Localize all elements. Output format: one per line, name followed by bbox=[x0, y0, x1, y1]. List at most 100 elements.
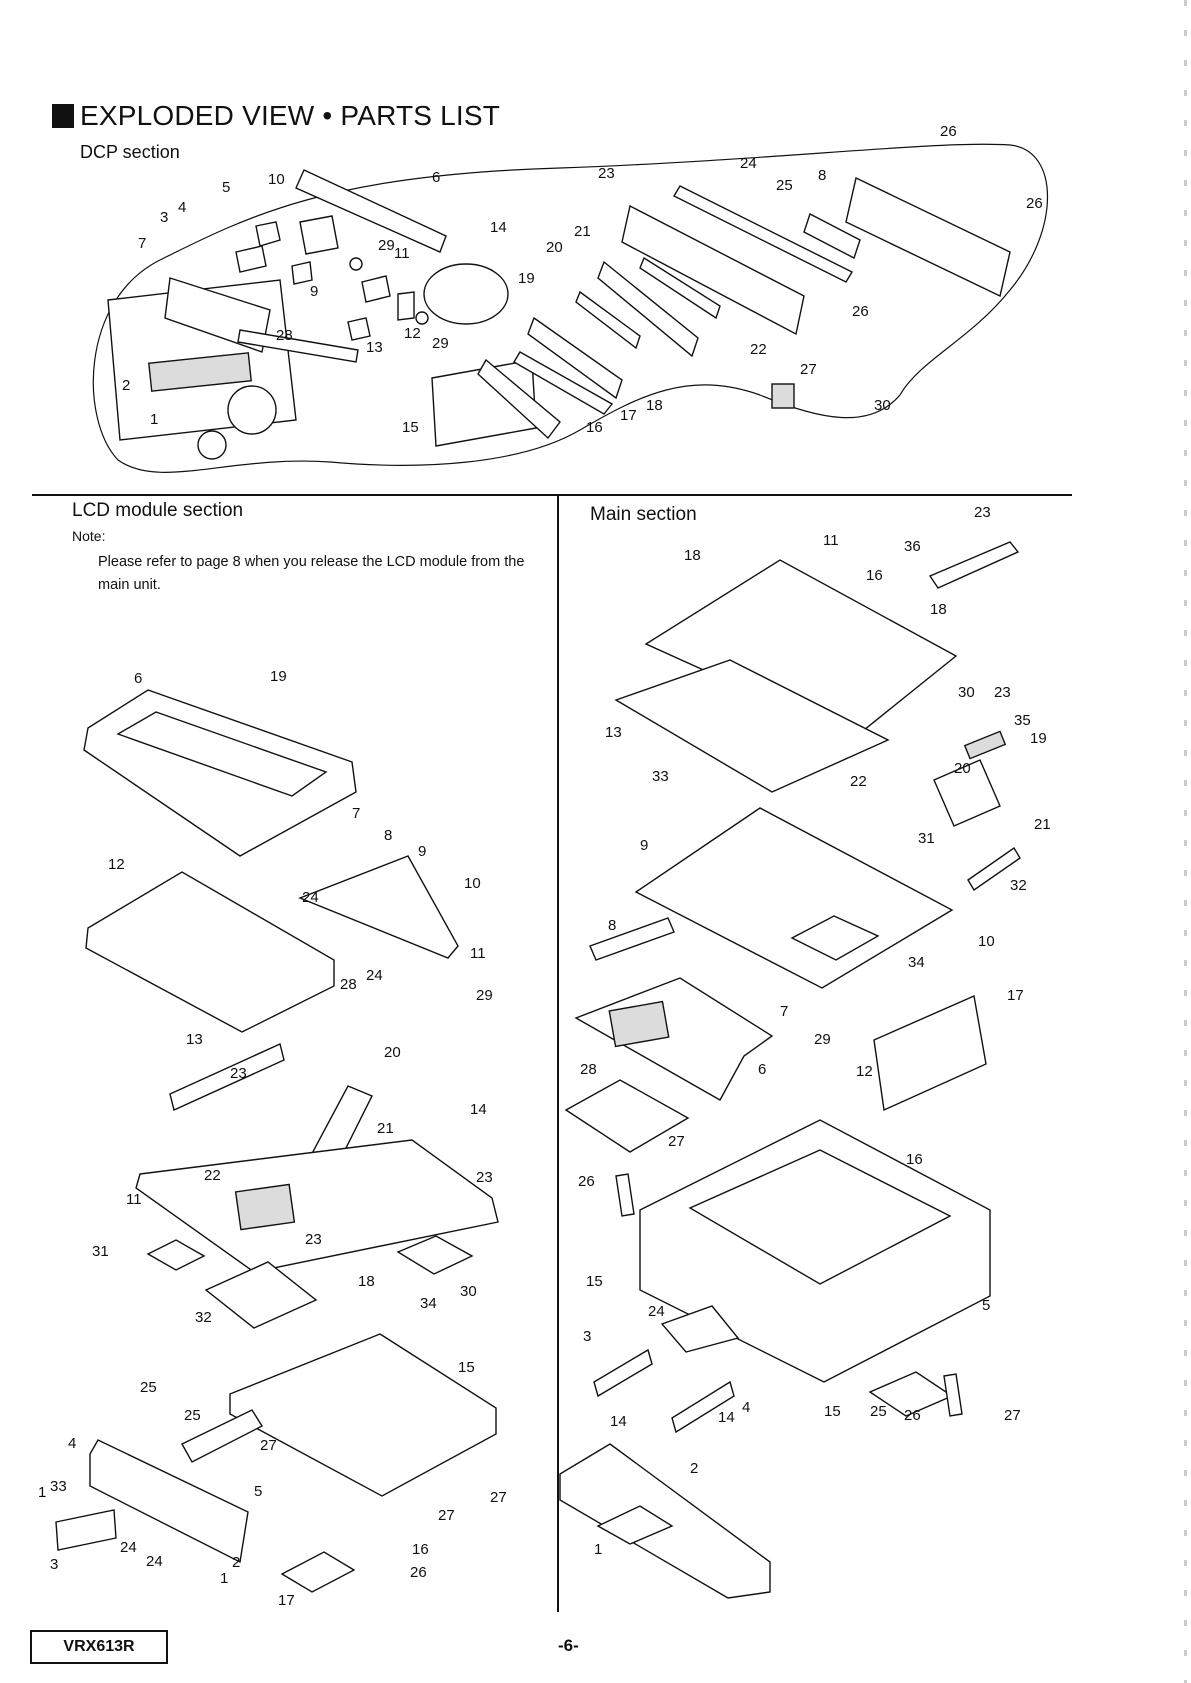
dcp-strip-24 bbox=[673, 185, 853, 283]
dcp-label-25 bbox=[803, 213, 861, 259]
lcd-callout-18: 18 bbox=[358, 1273, 375, 1290]
dcp-callout-19: 19 bbox=[518, 270, 535, 287]
dcp-callout-18: 18 bbox=[646, 397, 663, 414]
dcp-callout-9: 9 bbox=[310, 283, 318, 300]
dcp-holder-20 bbox=[597, 260, 699, 358]
main-callout-21: 21 bbox=[1034, 816, 1051, 833]
main-label-36 bbox=[963, 730, 1007, 760]
main-callout-3: 3 bbox=[583, 1328, 591, 1345]
main-sheet-28 bbox=[564, 1079, 690, 1153]
dcp-panel-buttons bbox=[148, 352, 252, 392]
main-callout-30: 30 bbox=[958, 684, 975, 701]
drawing-shapes bbox=[55, 143, 1048, 1599]
lcd-callout-21: 21 bbox=[377, 1120, 394, 1137]
main-callout-27: 27 bbox=[1004, 1407, 1021, 1424]
main-bracket-4 bbox=[671, 1380, 735, 1434]
dcp-ring-part bbox=[197, 430, 227, 460]
main-bracket-26b bbox=[943, 1373, 963, 1417]
lcd-sheet-3 bbox=[55, 1509, 117, 1551]
main-callout-18: 18 bbox=[684, 547, 701, 564]
note-label: Note: bbox=[72, 528, 106, 544]
lcd-callout-24: 24 bbox=[146, 1553, 163, 1570]
lcd-callout-10: 10 bbox=[464, 875, 481, 892]
main-callout-1: 1 bbox=[594, 1541, 602, 1558]
main-callout-12: 12 bbox=[856, 1063, 873, 1080]
lcd-callout-12: 12 bbox=[108, 856, 125, 873]
main-callout-28: 28 bbox=[580, 1061, 597, 1078]
dcp-callout-15: 15 bbox=[402, 419, 419, 436]
dcp-callout-29: 29 bbox=[378, 237, 395, 254]
main-callout-29: 29 bbox=[814, 1031, 831, 1048]
dcp-switch-10 bbox=[299, 215, 339, 255]
lcd-callout-14: 14 bbox=[470, 1101, 487, 1118]
dcp-callout-30: 30 bbox=[874, 397, 891, 414]
main-callout-27: 27 bbox=[668, 1133, 685, 1150]
dcp-cap-29b bbox=[415, 311, 429, 325]
dcp-callout-28: 28 bbox=[276, 327, 293, 344]
section-divider-vertical bbox=[557, 494, 559, 1612]
main-callout-35: 35 bbox=[1014, 712, 1031, 729]
dcp-callout-26: 26 bbox=[940, 123, 957, 140]
dcp-callout-27: 27 bbox=[800, 361, 817, 378]
lcd-callout-27: 27 bbox=[490, 1489, 507, 1506]
main-callout-7: 7 bbox=[780, 1003, 788, 1020]
main-callout-18: 18 bbox=[930, 601, 947, 618]
lcd-callout-27: 27 bbox=[260, 1437, 277, 1454]
dcp-callout-23: 23 bbox=[598, 165, 615, 182]
main-callout-25: 25 bbox=[870, 1403, 887, 1420]
dcp-callout-6: 6 bbox=[432, 169, 440, 186]
scan-edge bbox=[1184, 0, 1187, 1683]
lcd-callout-17: 17 bbox=[278, 1592, 295, 1609]
lcd-sheet-31 bbox=[146, 1239, 206, 1271]
lcd-callout-25: 25 bbox=[184, 1407, 201, 1424]
lcd-callout-22: 22 bbox=[204, 1167, 221, 1184]
main-board-9 bbox=[634, 807, 954, 989]
main-callout-13: 13 bbox=[605, 724, 622, 741]
dcp-callout-2: 2 bbox=[122, 377, 130, 394]
lcd-callout-19: 19 bbox=[270, 668, 287, 685]
lcd-callout-2: 2 bbox=[232, 1554, 240, 1571]
main-callout-16: 16 bbox=[906, 1151, 923, 1168]
main-bracket-3 bbox=[593, 1348, 653, 1398]
dcp-sheet bbox=[237, 329, 359, 363]
main-callout-36: 36 bbox=[904, 538, 921, 555]
main-callout-10: 10 bbox=[978, 933, 995, 950]
dcp-knob-13 bbox=[347, 317, 371, 341]
lcd-callout-30: 30 bbox=[460, 1283, 477, 1300]
main-jack-33 bbox=[967, 846, 1021, 892]
main-callout-24: 24 bbox=[648, 1303, 665, 1320]
lcd-front-plate-4 bbox=[89, 1439, 249, 1564]
main-callout-33: 33 bbox=[652, 768, 669, 785]
lcd-callout-23: 23 bbox=[230, 1065, 247, 1082]
dcp-button-bar-6 bbox=[295, 169, 447, 253]
page-number: -6- bbox=[558, 1636, 579, 1655]
page-title: EXPLODED VIEW • PARTS LIST bbox=[80, 100, 501, 131]
lcd-callout-29: 29 bbox=[476, 987, 493, 1004]
lcd-chip-22 bbox=[234, 1183, 296, 1231]
main-sheet-1 bbox=[596, 1505, 674, 1545]
main-callout-6: 6 bbox=[758, 1061, 766, 1078]
lcd-callout-23: 23 bbox=[305, 1231, 322, 1248]
lcd-callout-6: 6 bbox=[134, 670, 142, 687]
dcp-cap-29a bbox=[349, 257, 363, 271]
main-inner-frame bbox=[688, 1149, 952, 1285]
lcd-callout-32: 32 bbox=[195, 1309, 212, 1326]
model-number-box: VRX613R bbox=[30, 1630, 168, 1664]
lcd-callout-31: 31 bbox=[92, 1243, 109, 1260]
lcd-callout-13: 13 bbox=[186, 1031, 203, 1048]
lcd-callout-25: 25 bbox=[140, 1379, 157, 1396]
dcp-callout-17: 17 bbox=[620, 407, 637, 424]
lcd-callout-24: 24 bbox=[366, 967, 383, 984]
main-callout-26: 26 bbox=[904, 1407, 921, 1424]
dcp-callout-26: 26 bbox=[852, 303, 869, 320]
dcp-lens-16 bbox=[477, 358, 561, 440]
dcp-switch-9 bbox=[291, 261, 313, 285]
dcp-callout-12: 12 bbox=[404, 325, 421, 342]
main-callout-11: 11 bbox=[823, 532, 839, 549]
lcd-callout-9: 9 bbox=[418, 843, 426, 860]
main-bracket-26a bbox=[615, 1173, 635, 1217]
dcp-lcd-18 bbox=[527, 316, 623, 400]
main-callout-16: 16 bbox=[866, 567, 883, 584]
